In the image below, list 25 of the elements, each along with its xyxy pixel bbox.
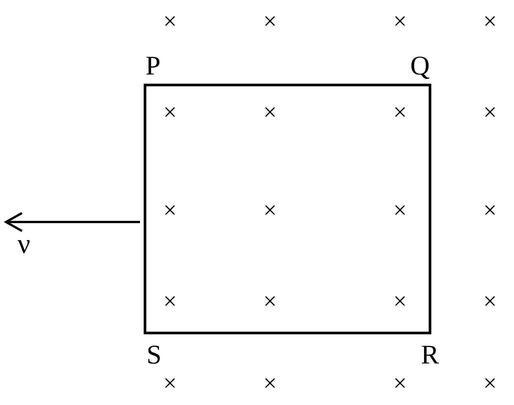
velocity-label: ν	[18, 231, 30, 259]
field-cross-symbol: ×	[263, 199, 277, 223]
corner-label: S	[146, 342, 162, 368]
field-cross-symbol: ×	[263, 101, 277, 125]
field-cross-symbol: ×	[163, 199, 177, 223]
field-cross-symbol: ×	[163, 290, 177, 314]
field-cross-symbol: ×	[163, 10, 177, 34]
field-cross-symbol: ×	[163, 101, 177, 125]
field-cross-symbol: ×	[393, 10, 407, 34]
field-cross-symbol: ×	[393, 101, 407, 125]
field-cross-symbol: ×	[263, 290, 277, 314]
field-cross-symbol: ×	[483, 290, 497, 314]
field-cross-symbol: ×	[263, 372, 277, 396]
field-cross-symbol: ×	[393, 290, 407, 314]
field-cross-symbol: ×	[483, 101, 497, 125]
field-cross-symbol: ×	[393, 372, 407, 396]
field-cross-symbol: ×	[483, 372, 497, 396]
field-cross-symbol: ×	[483, 199, 497, 223]
field-cross-symbol: ×	[483, 10, 497, 34]
corner-label: R	[421, 342, 439, 368]
field-cross-symbol: ×	[263, 10, 277, 34]
corner-label: P	[145, 52, 161, 80]
field-cross-symbol: ×	[163, 372, 177, 396]
corner-label: Q	[410, 52, 430, 80]
field-cross-symbol: ×	[393, 199, 407, 223]
